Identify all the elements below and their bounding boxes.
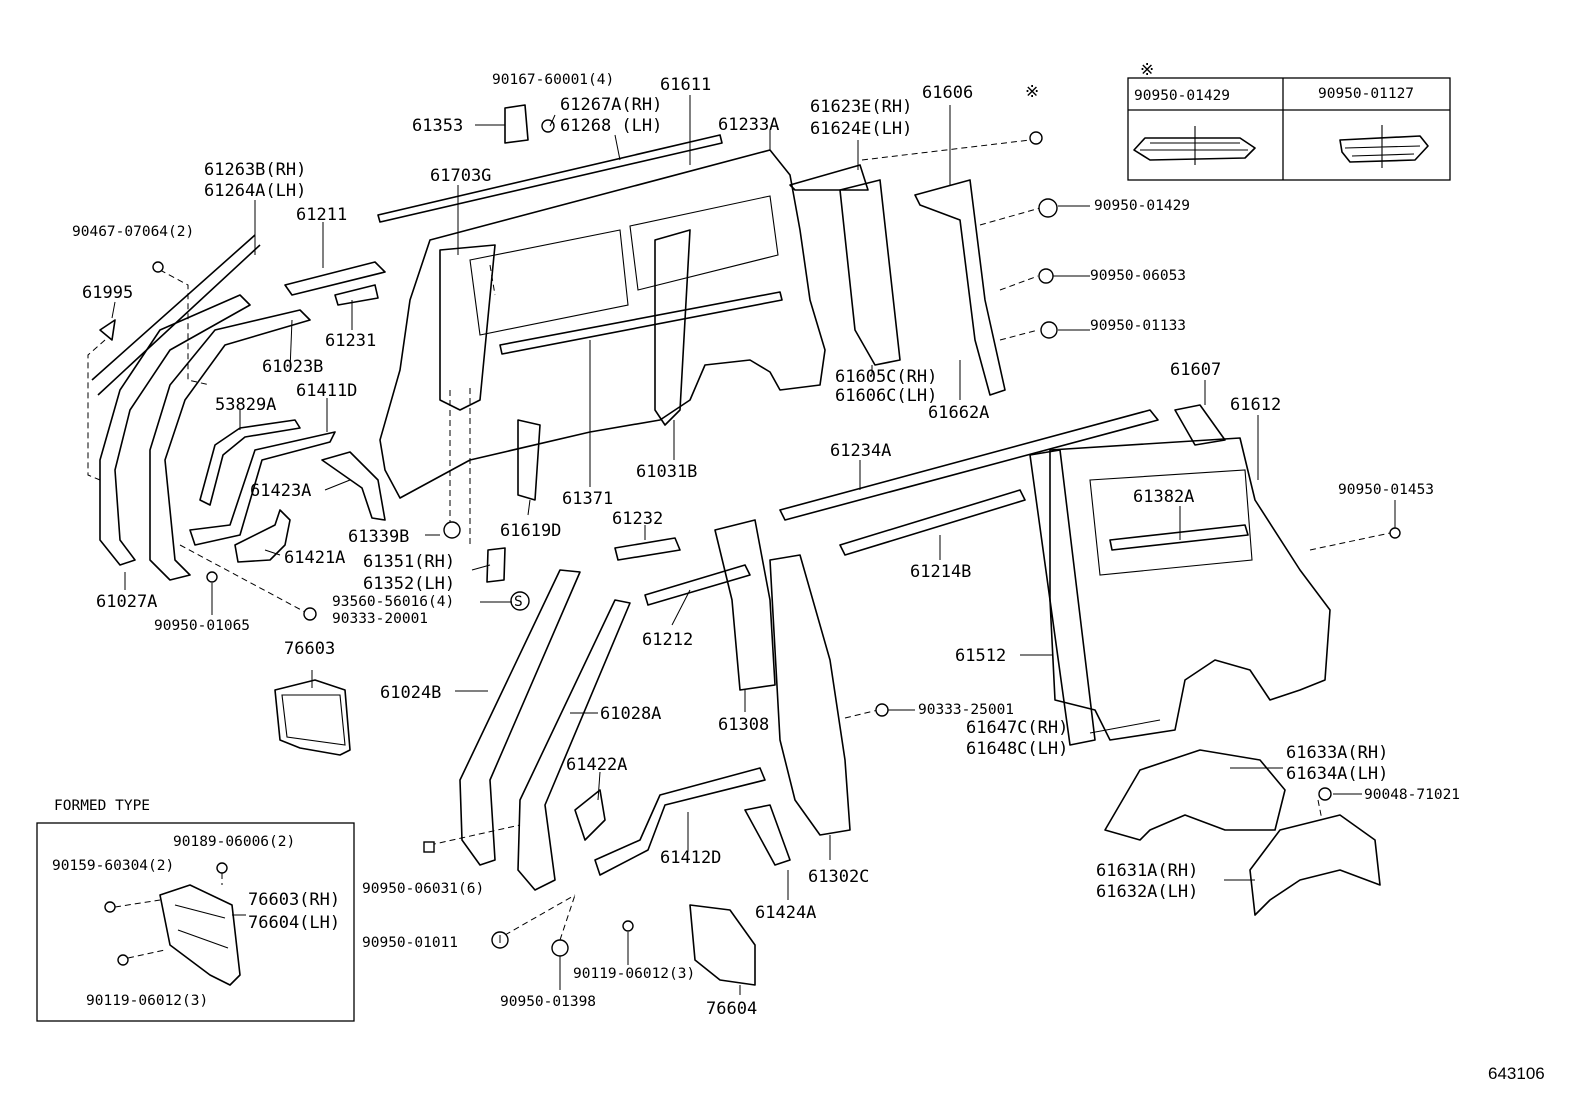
label-61634a: 61634A(LH) (1286, 764, 1388, 784)
label-61412d: 61412D (660, 848, 721, 868)
label-61212: 61212 (642, 630, 693, 650)
label-61512: 61512 (955, 646, 1006, 666)
label-61211: 61211 (296, 205, 347, 225)
label-61423a: 61423A (250, 481, 311, 501)
formed-label-90189: 90189-06006(2) (173, 834, 295, 850)
label-61411d: 61411D (296, 381, 357, 401)
label-61264a: 61264A(LH) (204, 181, 306, 201)
label-90048-71021: 90048-71021 (1364, 787, 1460, 803)
label-61308: 61308 (718, 715, 769, 735)
fasteners: S (152, 119, 1401, 957)
label-61268: 61268 (LH) (560, 116, 662, 136)
label-61382a: 61382A (1133, 487, 1194, 507)
label-90950-01065: 90950-01065 (154, 618, 250, 634)
label-61633a: 61633A(RH) (1286, 743, 1388, 763)
label-61353: 61353 (412, 116, 463, 136)
label-61647c: 61647C(RH) (966, 718, 1068, 738)
label-61607: 61607 (1170, 360, 1221, 380)
label-76604: 76604 (706, 999, 757, 1019)
label-61612: 61612 (1230, 395, 1281, 415)
label-61424a: 61424A (755, 903, 816, 923)
label-90950-01453: 90950-01453 (1338, 482, 1434, 498)
label-61024b: 61024B (380, 683, 441, 703)
formed-label-76604: 76604(LH) (248, 913, 340, 933)
label-61233a: 61233A (718, 115, 779, 135)
formed-type-title: FORMED TYPE (54, 798, 150, 814)
part-outlines (91, 104, 1381, 986)
leader-lines (111, 95, 1396, 995)
label-61028a: 61028A (600, 704, 661, 724)
label-61234a: 61234A (830, 441, 891, 461)
clip-drawing-1 (1133, 126, 1256, 165)
label-90333-20001: 90333-20001 (332, 611, 428, 627)
label-61703g: 61703G (430, 166, 491, 186)
guide-lines (87, 139, 1391, 941)
label-61031b: 61031B (636, 462, 697, 482)
label-90950-01429: 90950-01429 (1094, 198, 1190, 214)
label-61231: 61231 (325, 331, 376, 351)
formed-label-76603: 76603(RH) (248, 890, 340, 910)
label-mark: ※ (1025, 82, 1039, 102)
label-61995: 61995 (82, 283, 133, 303)
label-61421a: 61421A (284, 548, 345, 568)
label-90119-06012: 90119-06012(3) (573, 966, 695, 982)
formed-label-90119: 90119-06012(3) (86, 993, 208, 1009)
label-61214b: 61214B (910, 562, 971, 582)
label-90950-01398: 90950-01398 (500, 994, 596, 1010)
formed-type-inset: FORMED TYPE 90189-06006(2) 90159-60304(2… (36, 798, 355, 1022)
label-90950-06053: 90950-06053 (1090, 268, 1186, 284)
label-61267a: 61267A(RH) (560, 95, 662, 115)
label-90167-60001: 90167-60001(4) (492, 72, 614, 88)
label-90950-06031: 90950-06031(6) (362, 881, 484, 897)
label-90950-01133: 90950-01133 (1090, 318, 1186, 334)
inset-table: ※ 90950-01429 90950-01127 (1127, 60, 1451, 181)
label-61339b: 61339B (348, 527, 409, 547)
label-61232: 61232 (612, 509, 663, 529)
label-61632a: 61632A(LH) (1096, 882, 1198, 902)
label-61624e: 61624E(LH) (810, 119, 912, 139)
label-61351: 61351(RH) (363, 552, 455, 572)
label-93560-56016: 93560-56016(4) (332, 594, 454, 610)
label-90333-25001: 90333-25001 (918, 702, 1014, 718)
inset-marker: ※ (1140, 60, 1154, 80)
inset-col1: 90950-01429 (1134, 88, 1230, 104)
part-labels: 90167-60001(4) 61611 61267A(RH) 61268 (L… (72, 72, 1460, 1019)
label-61662a: 61662A (928, 403, 989, 423)
label-76603: 76603 (284, 639, 335, 659)
label-61623e: 61623E(RH) (810, 97, 912, 117)
label-90467-07064: 90467-07064(2) (72, 224, 194, 240)
label-61606: 61606 (922, 83, 973, 103)
label-61352: 61352(LH) (363, 574, 455, 594)
label-90950-01011: 90950-01011 (362, 935, 458, 951)
label-61422a: 61422A (566, 755, 627, 775)
formed-label-90159: 90159-60304(2) (52, 858, 174, 874)
s-marker: S (514, 594, 523, 610)
label-61631a: 61631A(RH) (1096, 861, 1198, 881)
label-53829a: 53829A (215, 395, 276, 415)
label-61606c: 61606C(LH) (835, 386, 937, 406)
label-61648c: 61648C(LH) (966, 739, 1068, 759)
label-61371: 61371 (562, 489, 613, 509)
label-61263b: 61263B(RH) (204, 160, 306, 180)
label-61027a: 61027A (96, 592, 157, 612)
inset-col2: 90950-01127 (1318, 86, 1414, 102)
label-61619d: 61619D (500, 521, 561, 541)
label-61302c: 61302C (808, 867, 869, 887)
diagram-id: 643106 (1488, 1064, 1545, 1083)
clip-drawing-2 (1339, 125, 1429, 168)
label-61611: 61611 (660, 75, 711, 95)
label-61605c: 61605C(RH) (835, 367, 937, 387)
label-61023b: 61023B (262, 357, 323, 377)
